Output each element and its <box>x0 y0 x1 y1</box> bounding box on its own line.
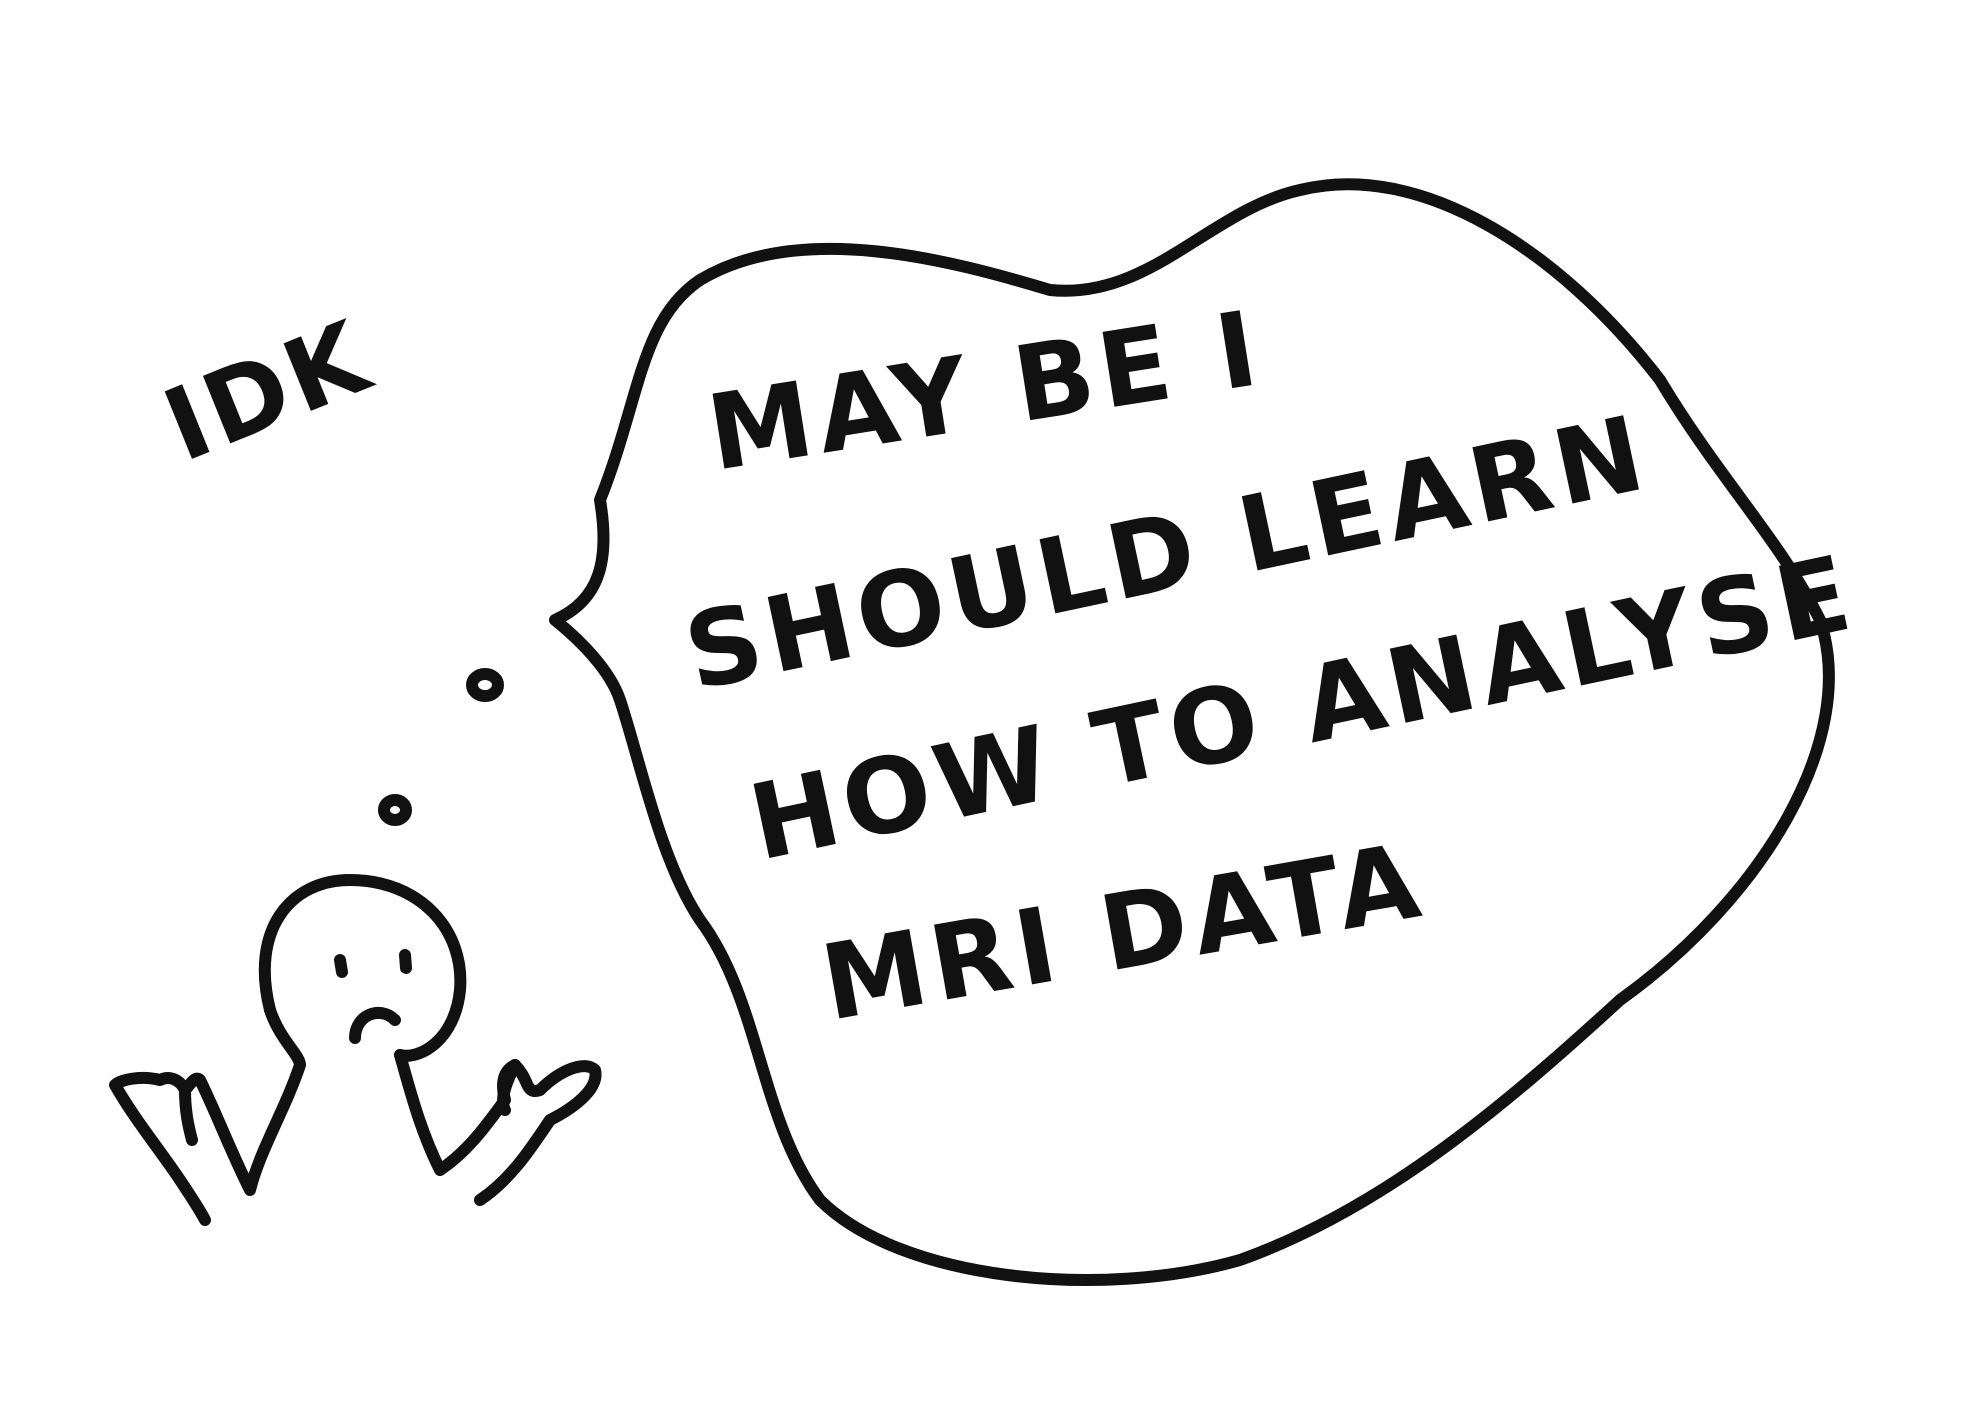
figure-eye-right-icon <box>399 949 412 974</box>
thought-dot-large-icon <box>466 668 504 702</box>
thought-dot-small-icon <box>378 794 412 826</box>
thought-text: MAY BE I SHOULD LEARN HOW TO ANALYSE MRI… <box>675 287 1866 1045</box>
thought-bubble-icon <box>549 178 1835 1286</box>
thought-line-1: MAY BE I <box>700 287 1271 495</box>
figure-head-icon <box>258 874 467 1062</box>
figure-right-finger-icon <box>497 1059 521 1116</box>
figure-right-arm-icon <box>394 1049 602 1206</box>
figure-frown-icon <box>349 1006 401 1044</box>
shrugging-figure-icon <box>109 874 602 1226</box>
figure-left-arm-icon <box>109 1004 306 1226</box>
figure-eye-left-icon <box>334 954 348 978</box>
idk-label: IDK <box>149 298 387 485</box>
figure-left-finger-icon <box>179 1084 198 1146</box>
